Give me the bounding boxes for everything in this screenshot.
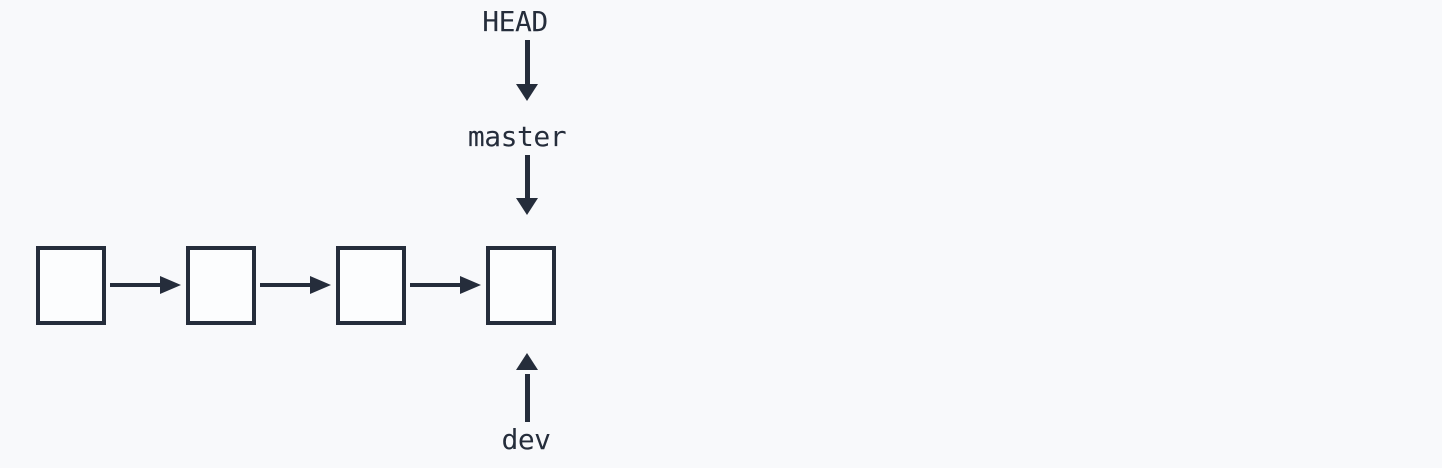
commit-edge-2-3 bbox=[256, 245, 336, 325]
arrow-down-icon bbox=[516, 198, 538, 215]
arrow-right-icon bbox=[460, 276, 481, 294]
arrow-line bbox=[410, 282, 460, 288]
arrow-right-icon bbox=[160, 276, 181, 294]
head-label: HEAD bbox=[482, 5, 548, 38]
arrow-line bbox=[110, 282, 160, 288]
commit-edge-1-2 bbox=[106, 245, 186, 325]
head-to-master-arrow-line bbox=[525, 40, 530, 84]
arrow-line bbox=[260, 282, 310, 288]
dev-label: dev bbox=[501, 423, 551, 456]
commit-node-3 bbox=[336, 245, 406, 325]
commit-node-1 bbox=[36, 245, 106, 325]
arrow-up-icon bbox=[516, 353, 538, 370]
master-label: master bbox=[467, 120, 567, 153]
arrow-down-icon bbox=[516, 84, 538, 101]
commit-node-2 bbox=[186, 245, 256, 325]
arrow-right-icon bbox=[310, 276, 331, 294]
commit-chain bbox=[36, 245, 556, 325]
dev-to-commit-arrow-line bbox=[525, 374, 530, 422]
commit-edge-3-4 bbox=[406, 245, 486, 325]
master-to-commit-arrow-line bbox=[525, 155, 530, 198]
commit-node-4 bbox=[486, 245, 556, 325]
